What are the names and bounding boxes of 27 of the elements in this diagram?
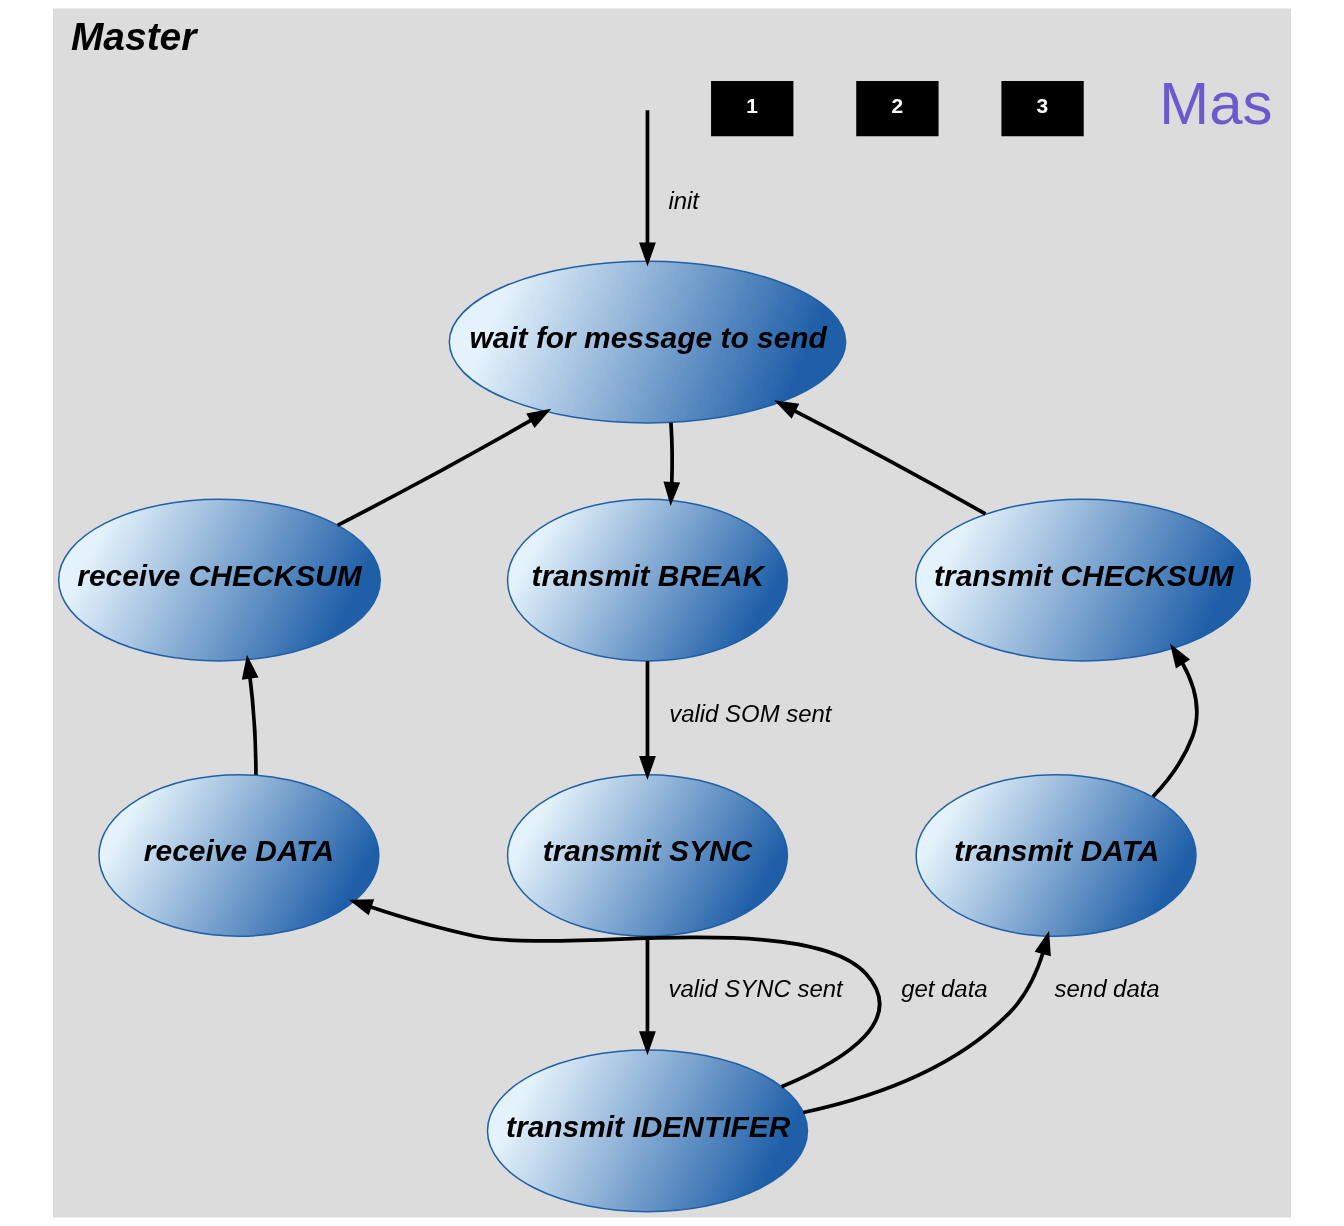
edge-label: valid SOM sent (669, 699, 832, 727)
node-ellipse: transmit DATA (915, 773, 1197, 937)
arrow (802, 930, 1051, 1115)
edge-label: send data (1054, 975, 1160, 1003)
label: 2 (891, 93, 904, 117)
label: Mas (1159, 69, 1273, 137)
arrow (348, 899, 882, 1089)
edge-label: valid SYNC sent (668, 975, 843, 1003)
edge-label: get data (901, 975, 988, 1003)
node-ellipse: transmit SYNC (506, 773, 789, 937)
arrow (241, 654, 259, 775)
arrow (774, 400, 987, 516)
node-ellipse: transmit CHECKSUM (914, 498, 1252, 662)
edge-label: init (668, 186, 700, 214)
label: 1 (746, 93, 758, 117)
arrow (663, 422, 681, 506)
node-ellipse: wait for message to send (448, 260, 847, 424)
arrow (639, 661, 656, 780)
node-ellipse: receive DATA (98, 773, 380, 937)
arrow (1151, 643, 1199, 798)
arrow (639, 110, 656, 267)
diagram-title: Master (70, 14, 197, 58)
arrow (336, 408, 552, 527)
node-ellipse: receive CHECKSUM (57, 498, 381, 662)
node-ellipse: transmit BREAK (506, 498, 789, 662)
node-ellipse: transmit IDENTIFER (486, 1049, 809, 1213)
label: 3 (1036, 93, 1049, 117)
